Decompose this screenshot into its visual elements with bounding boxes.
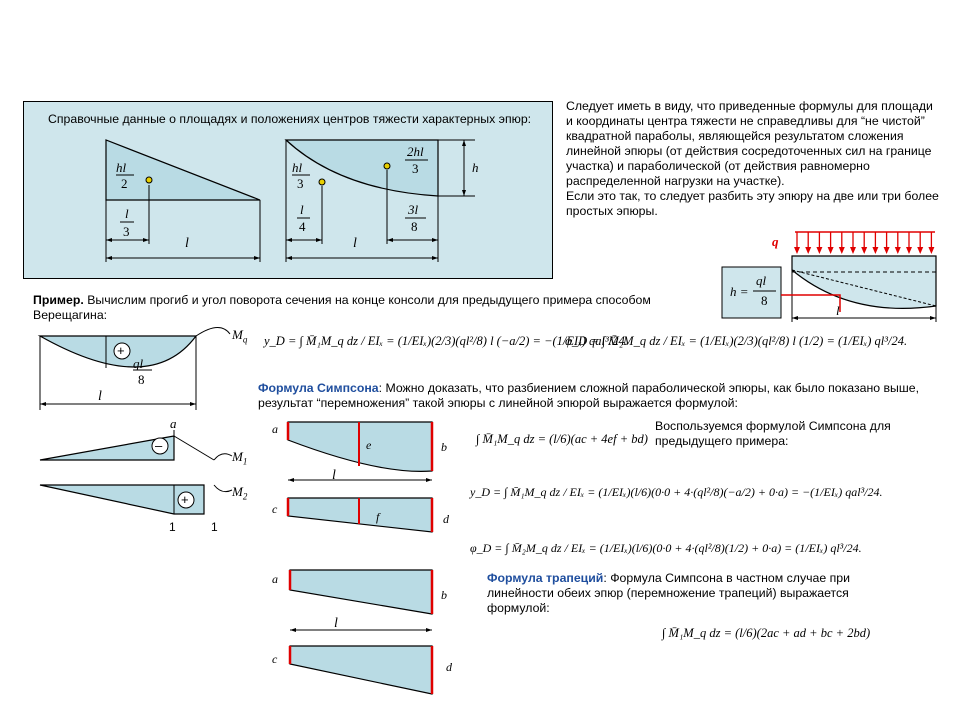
parabola-area-num: hl: [292, 160, 303, 175]
unit-label-a: 1: [169, 520, 176, 534]
example-span: l: [98, 389, 102, 404]
triangle-area-den: 2: [121, 176, 128, 191]
load-arrow-head: [928, 247, 935, 254]
simpson-label-e: e: [366, 438, 372, 452]
trap-label-d: d: [446, 660, 452, 674]
parabola-right-den: 8: [411, 219, 418, 234]
note-text: Следует иметь в виду, что приведенные фо…: [566, 99, 939, 218]
load-span: l: [836, 303, 840, 318]
simpson-formula: ∫ M̄₁M_q dz = (l/6)(ac + 4ef + bd): [476, 432, 648, 446]
simpson-label-a: a: [272, 422, 278, 436]
plus-sign: +: [117, 343, 125, 358]
parabola-height: h: [472, 160, 479, 175]
load-arrow-head: [838, 247, 845, 254]
centroid-marker: [145, 176, 153, 184]
phiD-formula: φ_D = ∫ M̄₂M_q dz / EIₓ = (1/EIₓ)(2/3)(q…: [565, 334, 908, 348]
simpson-yD-formula: y_D = ∫ M̄₁M_q dz / EIₓ = (1/EIₓ)(l/6)(0…: [470, 485, 883, 499]
h-eq-label: h =: [730, 284, 749, 299]
minus-sign: –: [155, 438, 163, 453]
parabola-left-den: 4: [299, 219, 306, 234]
point-a-label: a: [170, 416, 177, 431]
load-arrow-head: [850, 247, 856, 254]
trap-label-l: l: [334, 616, 338, 631]
load-arrow-head: [794, 247, 800, 254]
trap-label-c: c: [272, 652, 278, 666]
load-arrow-head: [861, 247, 868, 254]
load-arrow-head: [917, 247, 924, 254]
load-arrow-head: [894, 247, 901, 254]
example-text: Пример. Вычислим прогиб и угол поворота …: [33, 293, 651, 322]
trapezoid-formula: ∫ M̄₁M_q dz = (l/6)(2ac + ad + bc + 2bd): [662, 626, 871, 640]
ql-num: ql: [133, 356, 144, 371]
trap-label-a: a: [272, 572, 278, 586]
triangle-cx-num: l: [125, 206, 129, 221]
simpson-label-d: d: [443, 512, 449, 526]
load-q-label: q: [772, 234, 779, 249]
unit-label-b: 1: [211, 520, 218, 534]
parabola-cx-den: 3: [412, 161, 419, 176]
parabola-right-num: 3l: [408, 202, 419, 217]
trap-label-b: b: [441, 588, 447, 602]
triangle-cx-den: 3: [123, 224, 130, 239]
simpson-label-c: c: [272, 502, 278, 516]
parabola-length: l: [353, 236, 357, 251]
yD-formula: y_D = ∫ M̄₁M_q dz / EIₓ = (1/EIₓ)(2/3)(q…: [264, 334, 628, 348]
load-arrow-head: [816, 247, 823, 254]
triangle-diagram: [105, 139, 261, 201]
reference-title: Справочные данные о площадях и положения…: [48, 112, 532, 126]
h-den: 8: [761, 293, 768, 308]
simpson-use-text: Воспользуемся формулой Симпсона для пред…: [655, 419, 891, 448]
parabola-cx-num: 2hl: [407, 144, 424, 159]
plus-sign-2: +: [181, 492, 189, 507]
load-arrow-head: [906, 247, 912, 254]
load-arrow-head: [827, 247, 834, 254]
m1-label: M1: [232, 449, 248, 467]
simpson-label-b: b: [441, 440, 447, 454]
parabola-diagram: [284, 139, 439, 197]
mq-label: Mq: [232, 327, 248, 345]
load-arrow-head: [883, 247, 890, 254]
simpson-label-f: f: [376, 510, 380, 524]
trapezoid-text: Формула трапеций: Формула Симпсона в час…: [487, 571, 850, 615]
simpson-text: Формула Симпсона: Можно доказать, что ра…: [258, 381, 920, 410]
parabola-area-den: 3: [297, 176, 304, 191]
load-arrow-head: [805, 247, 812, 254]
simpson-phiD-formula: φ_D = ∫ M̄₂M_q dz / EIₓ = (1/EIₓ)(l/6)(0…: [470, 541, 862, 555]
m2-label: M2: [232, 484, 248, 502]
load-arrow-head: [872, 247, 879, 254]
ql-den: 8: [138, 372, 145, 387]
parabola-left-num: l: [300, 202, 304, 217]
simpson-label-l: l: [332, 468, 336, 483]
triangle-length: l: [185, 236, 189, 251]
triangle-area-num: hl: [116, 160, 127, 175]
h-num: ql: [756, 273, 767, 288]
